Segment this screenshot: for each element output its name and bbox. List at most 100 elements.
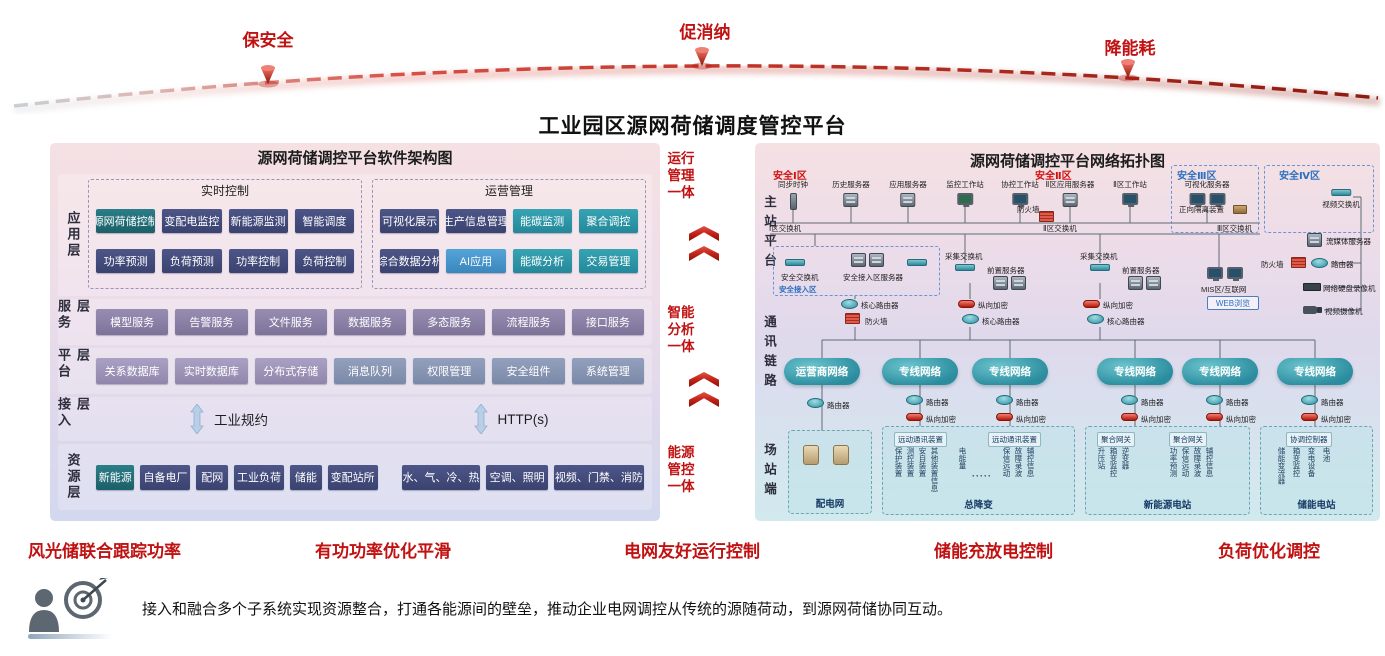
- module-chip: 水、气、冷、热: [401, 464, 481, 490]
- label-camera: 视频摄像机: [1325, 307, 1363, 316]
- gateway-chip: 聚合网关: [1169, 432, 1207, 447]
- label-firewall: 防火墙: [865, 317, 888, 326]
- realtime-control-group: 实时控制 源网荷储控制 变配电监控 新能源监测 智能调度 功率预测 负荷预测 功…: [88, 179, 362, 289]
- transformer-icon: [803, 445, 819, 465]
- station-main-substation: 远动通讯装置 远动通讯装置 保护装置 测控装置 安自装置 其他装置信息 电能量 …: [882, 426, 1075, 515]
- up-chevron-icon: [689, 392, 719, 407]
- camera-icon: [1303, 306, 1322, 314]
- station-item: 升压站: [1097, 447, 1106, 470]
- module-chip: 视频、门禁、消防: [553, 464, 645, 490]
- label-core-router: 核心路由器: [982, 317, 1020, 326]
- right-panel-title: 源网荷储调控平台网络拓扑图: [969, 153, 1165, 170]
- network-cloud-private: 专线网络: [972, 358, 1048, 385]
- module-chip: 关系数据库: [96, 358, 169, 384]
- up-chevron-stack: [689, 226, 719, 266]
- feature-label: 风光储联合跟踪功率: [28, 542, 181, 561]
- label-secure-switch: 安全交换机: [781, 273, 819, 282]
- module-chip: 多态服务: [413, 309, 486, 335]
- router-icon: [1087, 314, 1104, 324]
- label-secure-server: 安全接入区服务器: [843, 273, 903, 282]
- module-chip: 消息队列: [333, 358, 407, 384]
- network-topology-panel: 源网荷储调控平台网络拓扑图 主站平台 通讯链路 场站端 安全Ⅰ区 安全Ⅱ区 安全…: [755, 143, 1380, 521]
- label-router: 路由器: [926, 398, 949, 407]
- label-router: 路由器: [1016, 398, 1039, 407]
- station-item: 测控装置: [906, 447, 915, 477]
- label-encrypt: 纵向加密: [1016, 415, 1046, 424]
- service-layer-row: 服务层 模型服务 告警服务 文件服务 数据服务 多态服务 流程服务 接口服务: [56, 299, 652, 345]
- network-cloud-private: 专线网络: [1277, 358, 1353, 385]
- station-item: 储能变流器: [1277, 447, 1286, 485]
- station-item: 其他装置信息: [930, 447, 939, 492]
- label-zone3-switch: Ⅲ区交换机: [1217, 224, 1253, 233]
- module-chip: 功率控制: [228, 249, 288, 273]
- arc-pin-label: 促消纳: [679, 23, 731, 42]
- side-label-station-side: 场站端: [762, 443, 776, 502]
- module-chip: 负荷控制: [294, 249, 354, 273]
- device-app-server: 应用服务器: [889, 179, 927, 207]
- station-item: 辅控信息: [1026, 447, 1035, 477]
- device-history-server: 历史服务器: [832, 179, 870, 207]
- module-chip: 变配站所: [327, 464, 378, 490]
- workstation-icon: [1189, 193, 1205, 207]
- app-layer-row: 应用层 实时控制 源网荷储控制 变配电监控 新能源监测 智能调度 功率预测 负荷…: [58, 174, 652, 296]
- group-title: 实时控制: [200, 184, 249, 198]
- label-router: 路由器: [1321, 398, 1344, 407]
- software-architecture-panel: 源网荷储调控平台软件架构图 应用层 实时控制 源网荷储控制 变配电监控 新能源监…: [50, 143, 660, 521]
- label-nvr: 网络硬盘录像机: [1323, 284, 1376, 293]
- module-chip: 接口服务: [571, 309, 644, 335]
- label-front-server: 前置服务器: [1122, 266, 1160, 275]
- ellipsis-dots: ·····: [972, 471, 992, 481]
- server-icon: [1128, 276, 1143, 290]
- device-label: Ⅱ区应用服务器: [1045, 180, 1095, 189]
- web-browse-box: WEB浏览: [1207, 296, 1259, 310]
- station-item: 保信远动: [1002, 447, 1011, 477]
- server-icon: [1011, 276, 1026, 290]
- network-cloud-private: 专线网络: [1182, 358, 1258, 385]
- workstation-icon: [1209, 193, 1225, 207]
- router-icon: [1311, 258, 1328, 268]
- zone-label-3: 安全Ⅲ区: [1177, 171, 1217, 182]
- module-chip: 系统管理: [571, 358, 644, 384]
- workstation-icon: [1012, 193, 1028, 207]
- station-distribution-grid: 配电网: [788, 430, 872, 514]
- module-chip: AI应用: [446, 249, 506, 273]
- middle-theme-label: 智能分析一体: [667, 305, 695, 354]
- resource-layer-row: 资源层 新能源 自备电厂 配网 工业负荷 储能 变配站所 水、气、冷、热 空调、…: [58, 444, 652, 510]
- feature-label: 有功功率优化平滑: [315, 542, 451, 561]
- device-visualization-server: 可视化服务器: [1185, 179, 1230, 207]
- encryption-icon: [996, 413, 1013, 421]
- up-chevron-icon: [689, 226, 719, 241]
- module-chip: 流程服务: [492, 309, 565, 335]
- label-collect-switch: 采集交换机: [945, 252, 983, 261]
- device-video-switch: 视频交换机: [1322, 189, 1360, 210]
- zone3-box: [1171, 165, 1259, 233]
- station-item: 箱变监控: [1292, 447, 1301, 477]
- side-label-comm-link: 通讯链路: [762, 315, 776, 393]
- station-energy-storage: 协调控制器 储能变流器 箱变监控 变电设备 电池 储能电站: [1260, 426, 1373, 515]
- station-item: 故障录波: [1193, 447, 1202, 477]
- module-chip: 综合数据分析: [380, 249, 440, 273]
- label-zone2-switch: Ⅱ区交换机: [1043, 224, 1077, 233]
- network-cloud-private: 专线网络: [882, 358, 958, 385]
- footer: 接入和融合多个子系统实现资源整合，打通各能源间的壁垒，推动企业电网调控从传统的源…: [28, 578, 1358, 642]
- module-chip: 储能: [290, 464, 322, 490]
- workstation-icon: [1207, 267, 1223, 281]
- module-chip: 分布式存储: [254, 358, 327, 384]
- network-cloud-private: 专线网络: [1097, 358, 1173, 385]
- router-icon: [807, 398, 824, 408]
- encryption-icon: [906, 413, 923, 421]
- arc-pin-icon: [258, 47, 1138, 88]
- secure-access-zone-box: [773, 246, 940, 296]
- access-protocol-item: 工业规约: [88, 397, 370, 441]
- label-router: 路由器: [1331, 260, 1354, 269]
- label-firewall: 防火墙: [1017, 205, 1040, 214]
- server-icon: [900, 193, 916, 207]
- up-chevron-icon: [689, 246, 719, 261]
- target-person-icon: [28, 578, 112, 639]
- middle-theme-label: 能源管控一体: [667, 445, 695, 494]
- station-item: 电池: [1322, 447, 1331, 462]
- module-chip: 能碳分析: [512, 249, 572, 273]
- router-icon: [1206, 395, 1223, 405]
- layer-label-access: 接入层: [56, 397, 90, 429]
